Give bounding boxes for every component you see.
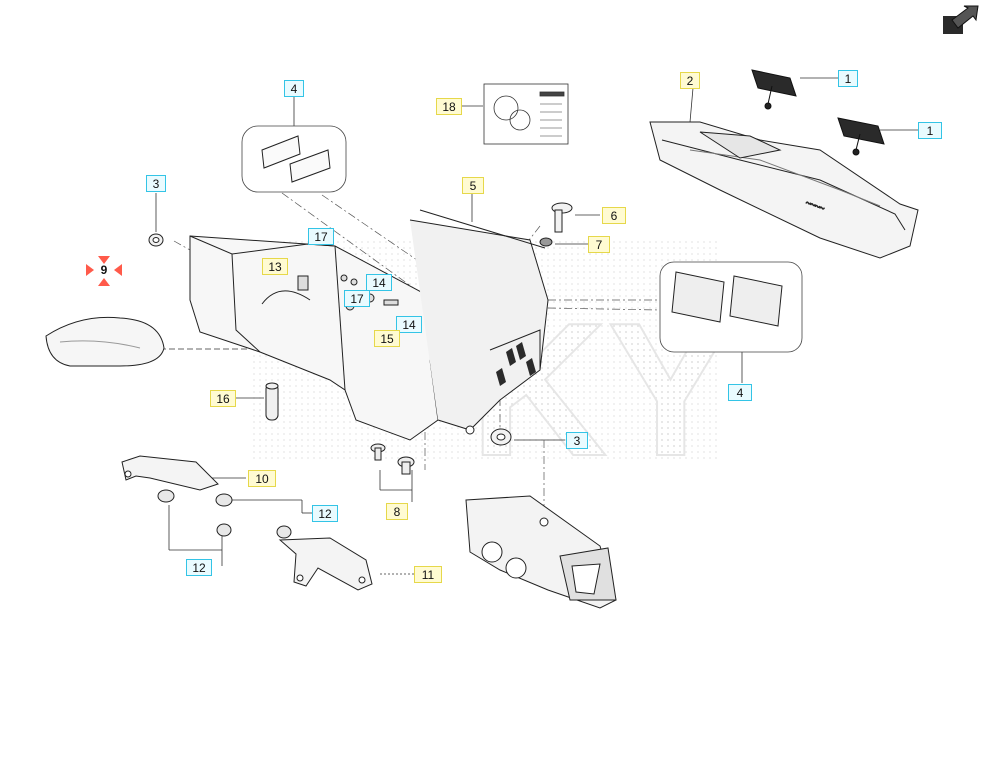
tube-part-16: [265, 382, 279, 421]
callout-18[interactable]: 18: [436, 98, 462, 115]
callout-10[interactable]: 10: [248, 470, 276, 487]
callout-5[interactable]: 5: [462, 177, 484, 194]
callout-3[interactable]: 3: [146, 175, 166, 192]
callout-17[interactable]: 17: [308, 228, 334, 245]
callout-4[interactable]: 4: [728, 384, 752, 401]
callout-12[interactable]: 12: [312, 505, 338, 522]
callout-13[interactable]: 13: [262, 258, 288, 275]
callout-3[interactable]: 3: [566, 432, 588, 449]
callout-16[interactable]: 16: [210, 390, 236, 407]
hotspot-marker-icon[interactable]: [86, 256, 122, 286]
callout-8[interactable]: 8: [386, 503, 408, 520]
callout-7[interactable]: 7: [588, 236, 610, 253]
leader-lines: [155, 77, 918, 575]
callout-9[interactable]: 9: [100, 263, 108, 277]
hull-part-2: ~~~~: [649, 121, 919, 259]
washer-part-3-b: [490, 428, 512, 446]
bolt-part-6: [551, 202, 573, 233]
export-arrow-icon[interactable]: [940, 4, 980, 38]
intake-duct: [465, 495, 617, 609]
seal-pads-group-top: [241, 125, 347, 193]
callout-1[interactable]: 1: [918, 122, 942, 139]
bracket-part-10: [121, 455, 219, 491]
callout-14[interactable]: 14: [396, 316, 422, 333]
knob-part-1-b: [837, 117, 885, 156]
callout-12[interactable]: 12: [186, 559, 212, 576]
grommet-part-7: [539, 237, 553, 247]
callout-4[interactable]: 4: [284, 80, 304, 97]
callout-14[interactable]: 14: [366, 274, 392, 291]
housing-part-5: [189, 209, 549, 441]
callout-15[interactable]: 15: [374, 330, 400, 347]
screws-part-8: [370, 443, 415, 475]
washer-part-3-a: [148, 233, 164, 247]
seal-pads-group-right: [659, 261, 803, 353]
label-part-18: [483, 83, 569, 145]
callout-17[interactable]: 17: [344, 290, 370, 307]
bracket-part-11: [278, 537, 373, 591]
callout-1[interactable]: 1: [838, 70, 858, 87]
callout-11[interactable]: 11: [414, 566, 442, 583]
seat-part-9: [45, 316, 165, 367]
callout-6[interactable]: 6: [602, 207, 626, 224]
nuts-part-12: [157, 489, 292, 539]
knob-part-1-a: [751, 69, 797, 110]
callout-2[interactable]: 2: [680, 72, 700, 89]
